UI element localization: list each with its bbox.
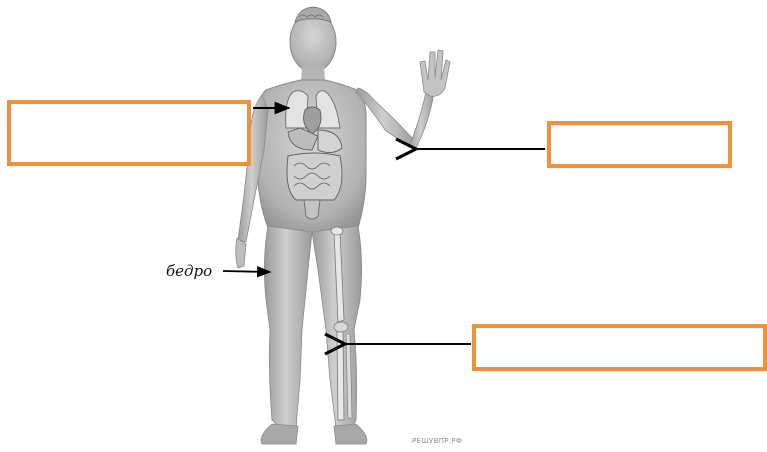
answer-box-organs[interactable] (7, 100, 251, 166)
head (290, 7, 336, 82)
thigh-label: бедро (166, 262, 212, 280)
arrow-to-thigh (223, 271, 270, 272)
right-arm (356, 50, 450, 148)
answer-box-elbow[interactable] (547, 121, 732, 168)
watermark: РЕШУВПР.РФ (412, 437, 462, 445)
answer-box-knee[interactable] (472, 324, 767, 371)
